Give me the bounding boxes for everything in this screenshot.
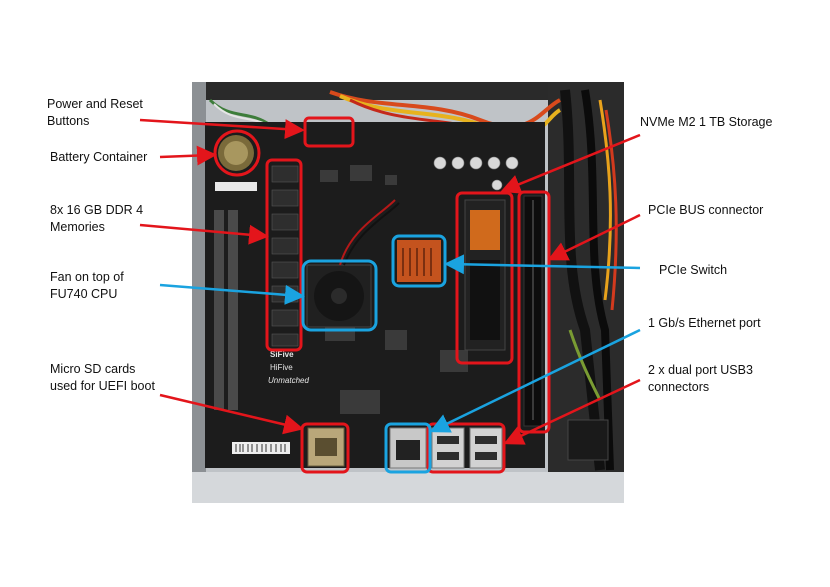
label-usb: 2 x dual port USB3 connectors — [648, 363, 753, 394]
usb-jack-1 — [431, 427, 465, 469]
board-text-unmatched: Unmatched — [268, 376, 309, 385]
label-ethernet: 1 Gb/s Ethernet port — [648, 316, 761, 330]
label-nvme: NVMe M2 1 TB Storage — [640, 115, 773, 129]
label-memories: 8x 16 GB DDR 4 Memories — [50, 203, 144, 234]
board-text-hifive: HiFive — [270, 363, 293, 372]
label-pcie-switch: PCIe Switch — [659, 263, 728, 277]
cable-bundle — [548, 82, 624, 472]
label-pcie-bus: PCIe BUS connector — [648, 203, 764, 217]
usb-jack-2 — [469, 427, 503, 469]
chassis-front-panel — [192, 472, 624, 503]
board-text-sifive: SiFive — [270, 350, 294, 359]
label-battery: Battery Container — [50, 150, 148, 164]
label-fan: Fan on top of FU740 CPU — [50, 270, 124, 301]
label-power-reset: Power and Reset Buttons — [47, 97, 143, 128]
label-microsd: Micro SD cards used for UEFI boot — [50, 362, 155, 393]
